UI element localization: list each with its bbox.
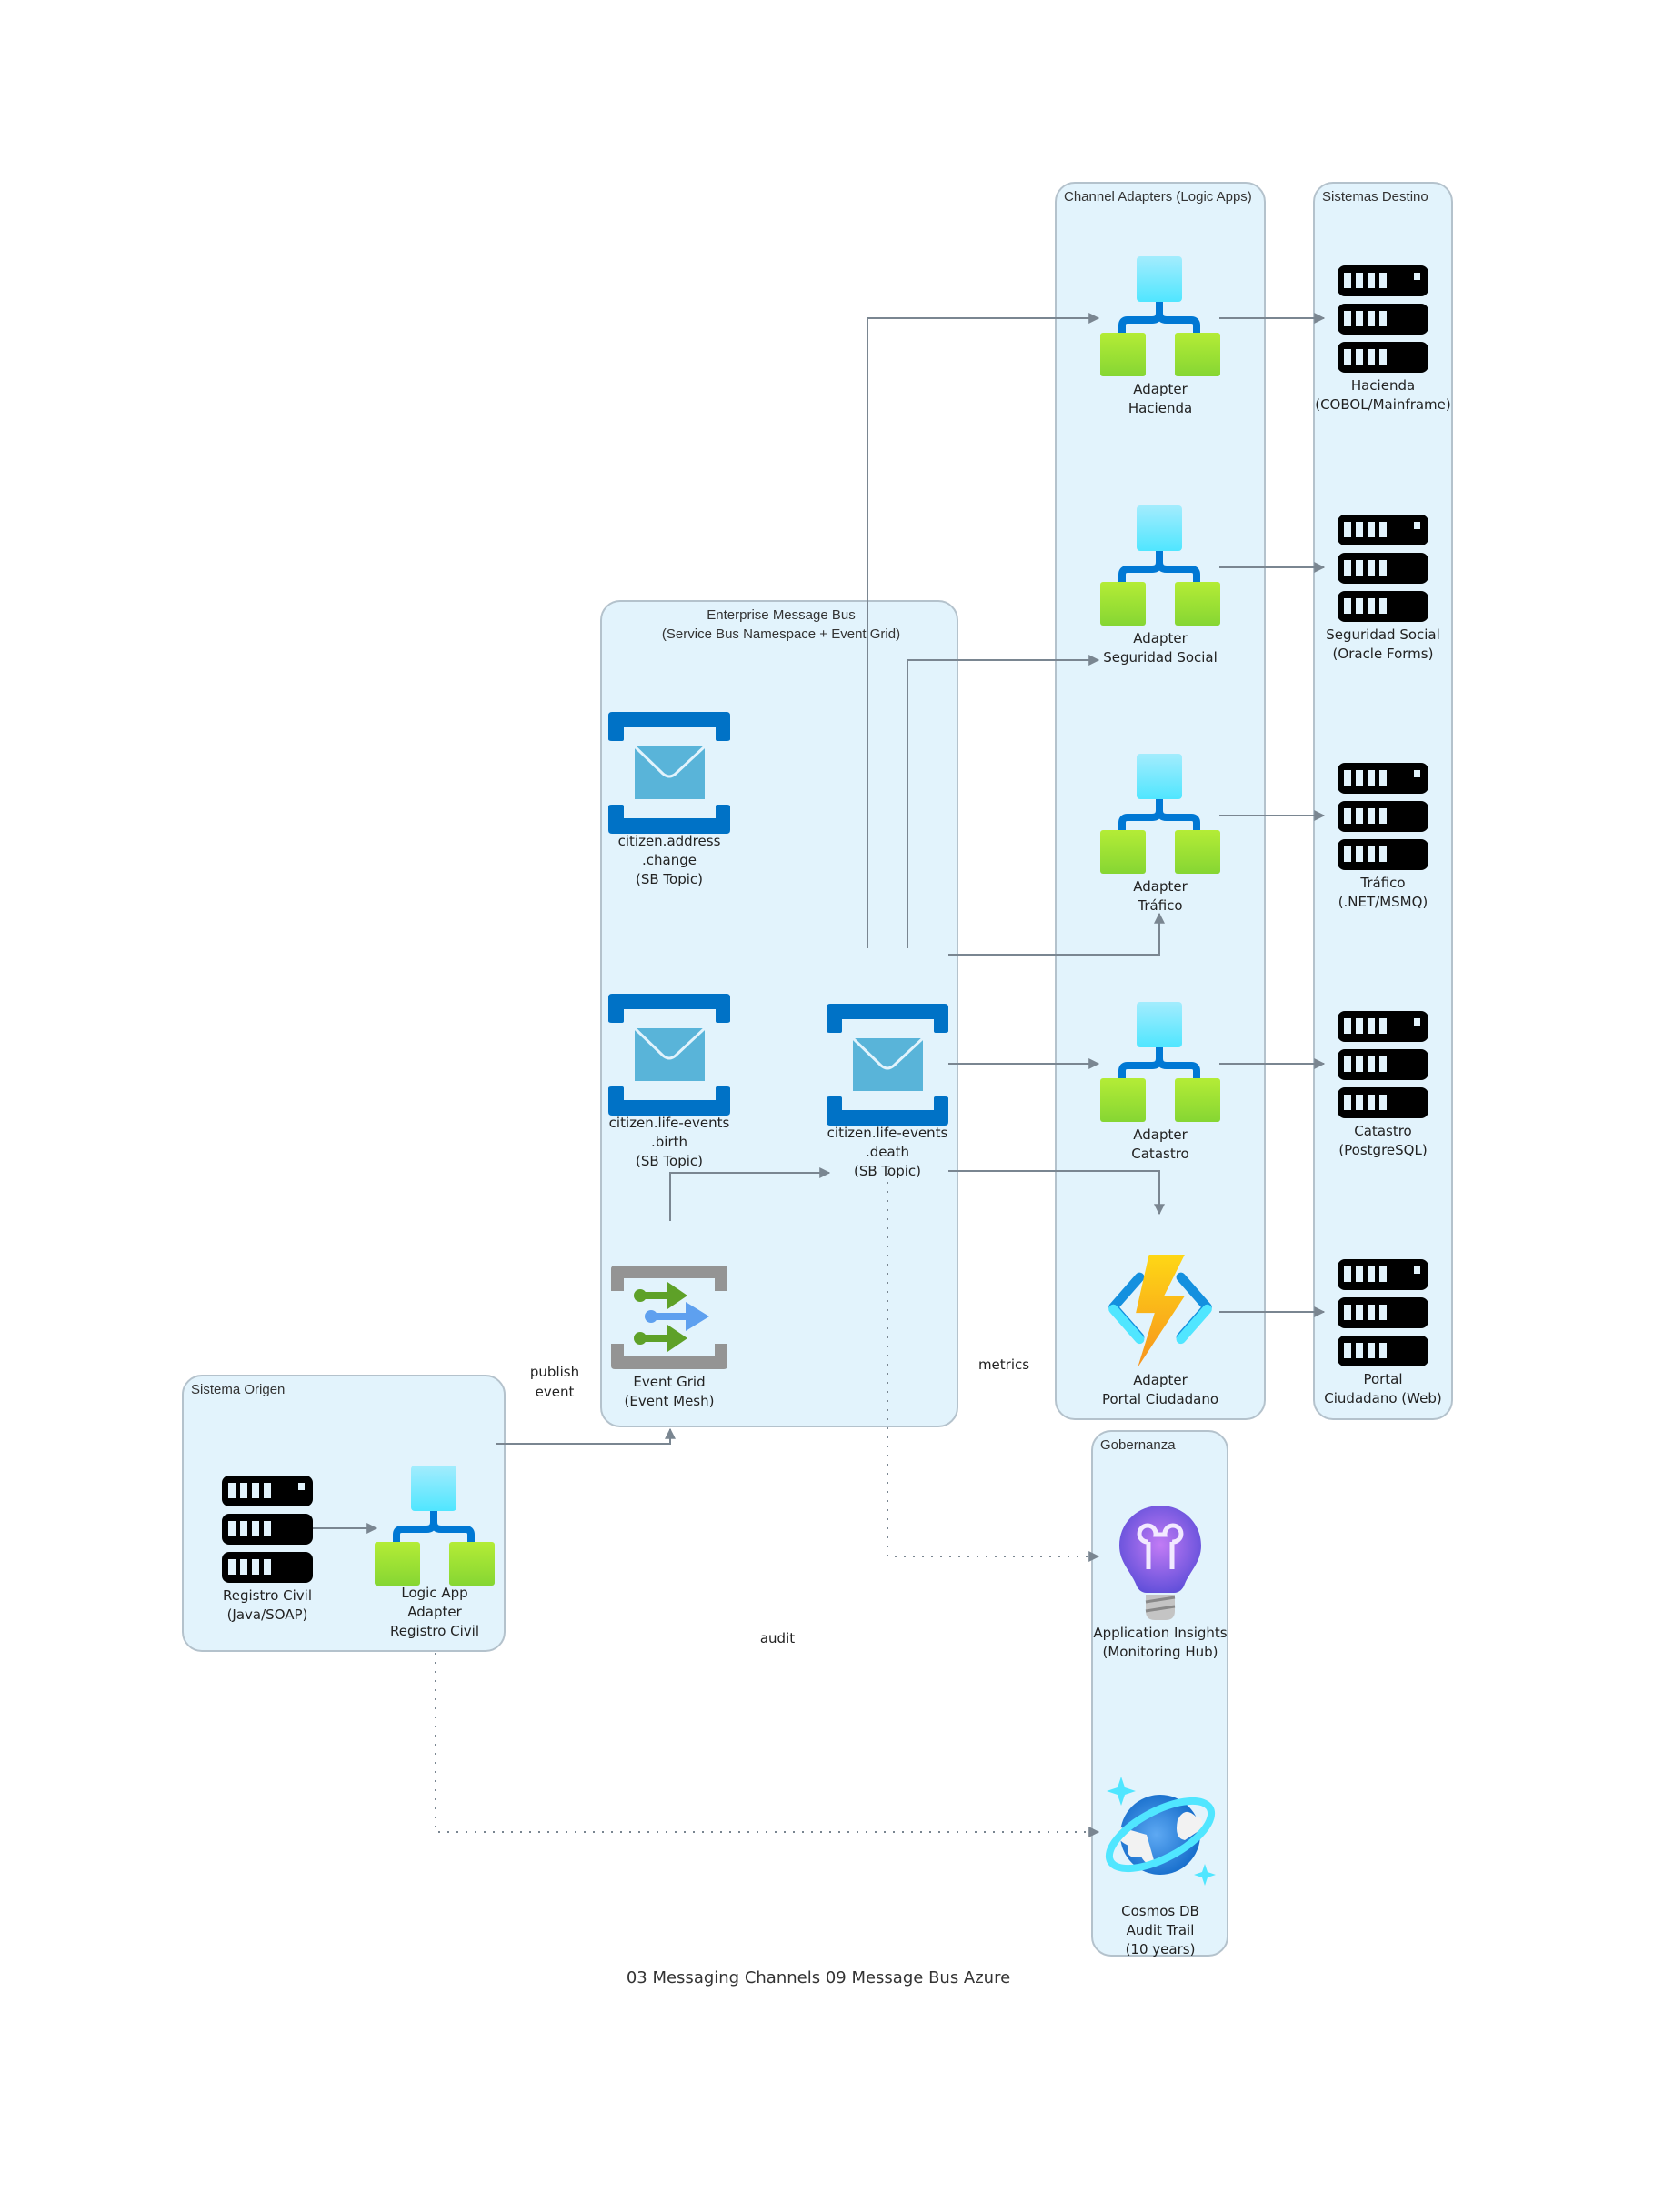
node-catastro[interactable]: Catastro (PostgreSQL) [1309,1011,1457,1160]
node-label: Adapter Seguridad Social [1103,630,1218,666]
node-logic-app-registro-civil[interactable]: Logic App Adapter Registro Civil [362,1466,507,1641]
node-label: Seguridad Social (Oracle Forms) [1326,626,1440,662]
server-icon [1338,763,1428,870]
logic-app-icon [1100,754,1220,874]
group-title: Enterprise Message Bus (Service Bus Name… [661,607,901,642]
edge-publish-event [496,1427,676,1445]
node-label: Cosmos DB Audit Trail (10 years) [1121,1903,1199,1957]
event-grid-icon [611,1266,727,1369]
group-title: Channel Adapters (Logic Apps) [1064,189,1252,205]
node-cosmos-db[interactable]: Cosmos DB Audit Trail (10 years) [1082,1773,1238,1959]
node-label: Registro Civil (Java/SOAP) [223,1587,312,1623]
logic-app-icon [1100,1002,1220,1122]
node-label: Logic App Adapter Registro Civil [390,1585,479,1639]
diagram-title: 03 Messaging Channels 09 Message Bus Azu… [626,1968,1011,1987]
service-bus-topic-icon [827,1004,948,1126]
group-title: Sistemas Destino [1322,189,1428,205]
node-label: Portal Ciudadano (Web) [1324,1371,1442,1406]
logic-app-icon [375,1466,495,1586]
node-label: citizen.life-events .birth (SB Topic) [608,1115,730,1169]
service-bus-topic-icon [608,994,730,1116]
server-icon [1338,1011,1428,1118]
node-seguridad-social[interactable]: Seguridad Social (Oracle Forms) [1309,515,1457,664]
node-label: Adapter Hacienda [1128,381,1193,416]
node-adapter-hacienda[interactable]: Adapter Hacienda [1073,256,1248,418]
server-icon [1338,515,1428,622]
group-sistemas-destino: Sistemas Destino [1313,182,1453,1420]
node-label: Hacienda (COBOL/Mainframe) [1315,377,1451,413]
azure-function-icon [1099,1255,1221,1367]
node-application-insights[interactable]: Application Insights (Monitoring Hub) [1082,1506,1238,1662]
node-adapter-catastro[interactable]: Adapter Catastro [1073,1002,1248,1164]
node-registro-civil[interactable]: Registro Civil (Java/SOAP) [191,1476,344,1625]
server-icon [1338,265,1428,373]
server-icon [222,1476,313,1583]
node-topic-address-change[interactable]: citizen.address .change (SB Topic) [593,712,746,889]
node-label: Adapter Catastro [1131,1126,1189,1162]
edge-label-audit: audit [759,1630,796,1646]
node-label: Tráfico (.NET/MSMQ) [1338,875,1428,910]
node-adapter-seguridad-social[interactable]: Adapter Seguridad Social [1073,505,1248,667]
node-trafico[interactable]: Tráfico (.NET/MSMQ) [1309,763,1457,912]
node-event-grid[interactable]: Event Grid (Event Mesh) [593,1266,746,1411]
node-portal-ciudadano[interactable]: Portal Ciudadano (Web) [1309,1259,1457,1408]
edge-label-metrics: metrics [977,1356,1030,1373]
logic-app-icon [1100,505,1220,626]
node-label: Application Insights (Monitoring Hub) [1093,1625,1228,1660]
node-label: Adapter Tráfico [1133,878,1188,914]
edge-label-publish-event: publish event [529,1364,580,1400]
node-label: citizen.life-events .death (SB Topic) [827,1125,948,1179]
service-bus-topic-icon [608,712,730,834]
node-adapter-trafico[interactable]: Adapter Tráfico [1073,754,1248,916]
group-title: Gobernanza [1100,1437,1176,1453]
group-title: Sistema Origen [191,1382,286,1397]
node-label: citizen.address .change (SB Topic) [617,833,721,887]
server-icon [1338,1259,1428,1366]
node-label: Adapter Portal Ciudadano [1101,1372,1219,1407]
logic-app-icon [1100,256,1220,376]
node-adapter-portal-ciudadano[interactable]: Adapter Portal Ciudadano [1059,1255,1261,1409]
edge-audit [435,1653,1100,1837]
node-topic-birth[interactable]: citizen.life-events .birth (SB Topic) [582,994,757,1171]
node-label: Catastro (PostgreSQL) [1338,1123,1428,1158]
node-label: Event Grid (Event Mesh) [624,1374,715,1409]
group-sistema-origen: Sistema Origen [182,1375,506,1652]
node-hacienda[interactable]: Hacienda (COBOL/Mainframe) [1309,265,1457,415]
application-insights-icon [1119,1506,1201,1620]
node-topic-death[interactable]: citizen.life-events .death (SB Topic) [800,1004,975,1181]
cosmos-db-icon [1101,1773,1219,1891]
